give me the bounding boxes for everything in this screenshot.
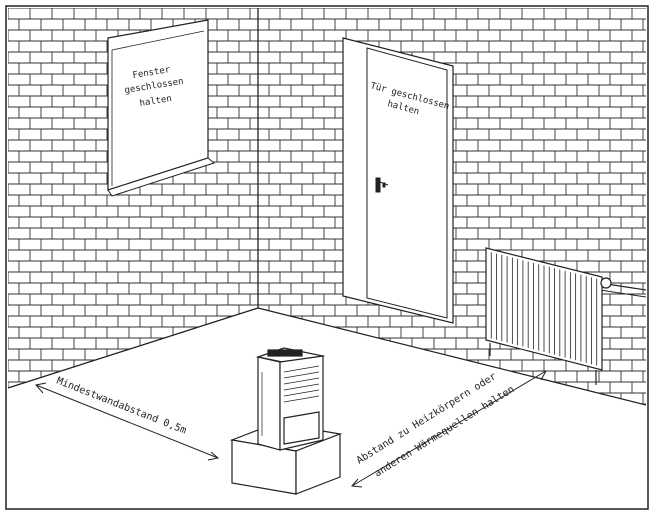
radiator xyxy=(485,247,647,385)
control-panel xyxy=(267,349,303,357)
door-handle-icon xyxy=(375,177,389,193)
heat-distance-label-line1: Abstand zu Heizkörpern oder xyxy=(355,371,499,466)
wall-distance-label: Mindestwandabstand 0,5m xyxy=(55,376,188,437)
door xyxy=(342,37,454,324)
thermostat-valve-icon xyxy=(600,277,612,289)
door-leaf xyxy=(366,47,448,319)
wall-distance-arrow xyxy=(35,382,220,461)
vent-grille xyxy=(283,365,320,403)
water-tank xyxy=(283,411,320,445)
diagram-frame xyxy=(5,5,649,510)
window-sill xyxy=(107,157,216,197)
window xyxy=(107,19,216,197)
dehumidifier xyxy=(255,347,326,451)
radiator-fins xyxy=(490,252,598,366)
heat-distance-arrow xyxy=(350,370,547,488)
room-edges xyxy=(7,8,647,406)
dehumidifier-front xyxy=(257,356,281,451)
